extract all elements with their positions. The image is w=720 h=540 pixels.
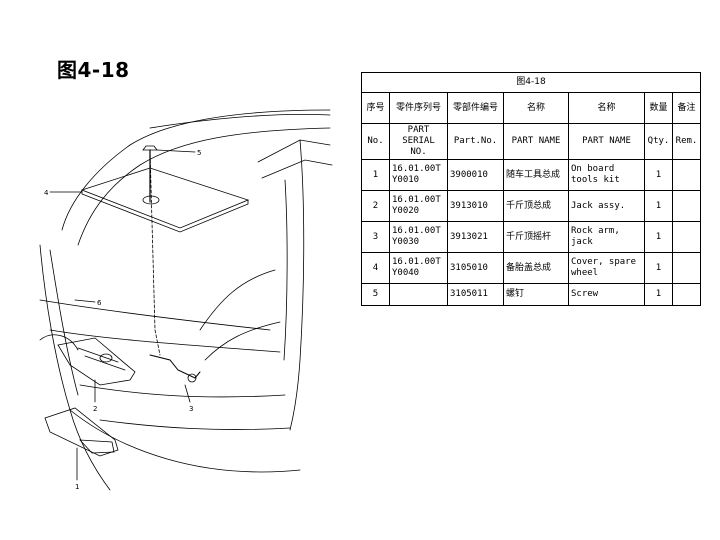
row-no: 4 xyxy=(361,252,390,284)
rear-panel-2 xyxy=(204,321,281,361)
left-pillar xyxy=(39,244,111,491)
tailgate-frame-2 xyxy=(261,159,333,179)
table-row: 4 16.01.00T Y0040 3105010 备胎盖总成 Cover, s… xyxy=(361,252,701,284)
jack-base xyxy=(57,337,136,386)
callout-4: 4 xyxy=(44,189,49,197)
row-name-en: On board tools kit xyxy=(568,159,645,191)
rock-arm-handle xyxy=(187,373,197,383)
row-qty: 1 xyxy=(644,252,673,284)
header-partno-cn: 零部件编号 xyxy=(447,92,504,124)
table-row: 1 16.01.00T Y0010 3900010 随车工具总成 On boar… xyxy=(361,159,701,191)
callout-2: 2 xyxy=(93,405,97,413)
floor-edge-2 xyxy=(49,329,281,353)
callout-labels: 1 2 3 4 5 6 xyxy=(44,149,201,491)
callout-3: 3 xyxy=(189,405,193,413)
bumper xyxy=(79,384,286,398)
row-qty: 1 xyxy=(644,159,673,191)
row-serial: 16.01.00T Y0030 xyxy=(389,221,448,253)
header-serial-en: PART SERIAL NO. xyxy=(389,123,448,160)
row-remark xyxy=(672,159,701,191)
parts-table: 图4-18 序号 零件序列号 零部件编号 名称 名称 数量 备注 No. PAR… xyxy=(361,72,701,306)
jack-rock-arm xyxy=(149,354,201,379)
row-no: 1 xyxy=(361,159,390,191)
table-caption-row: 图4-18 xyxy=(361,72,701,93)
row-remark xyxy=(672,283,701,306)
leader-5 xyxy=(156,149,196,153)
jack-detail xyxy=(99,353,113,363)
row-remark xyxy=(672,190,701,222)
leader-3 xyxy=(184,384,191,403)
header-qty-en: Qty. xyxy=(644,123,673,160)
tools-bag xyxy=(44,407,119,457)
row-serial: 16.01.00T Y0010 xyxy=(389,159,448,191)
row-no: 2 xyxy=(361,190,390,222)
row-name-en: Screw xyxy=(568,283,645,306)
bumper-2 xyxy=(99,419,291,430)
header-remark-en: Rem. xyxy=(672,123,701,160)
row-name-cn: 千斤顶摇杆 xyxy=(503,221,569,253)
callout-1: 1 xyxy=(75,483,79,491)
header-serial-cn: 零件序列号 xyxy=(389,92,448,124)
tools-bag-pocket xyxy=(79,439,115,454)
row-name-en: Jack assy. xyxy=(568,190,645,222)
header-seq-cn: 序号 xyxy=(361,92,390,124)
row-name-en: Rock arm, jack xyxy=(568,221,645,253)
row-qty: 1 xyxy=(644,283,673,306)
table-row: 3 16.01.00T Y0030 3913021 千斤顶摇杆 Rock arm… xyxy=(361,221,701,253)
row-no: 5 xyxy=(361,283,390,306)
row-name-en: Cover, spare wheel xyxy=(568,252,645,284)
row-no: 3 xyxy=(361,221,390,253)
screw-hole xyxy=(142,195,160,205)
exploded-view-drawing xyxy=(39,109,333,491)
jack-rod xyxy=(149,149,161,356)
header-name-cn: 名称 xyxy=(503,92,569,124)
floor-edge xyxy=(39,299,271,331)
row-serial: 16.01.00T Y0040 xyxy=(389,252,448,284)
row-partno: 3900010 xyxy=(447,159,504,191)
screw-head xyxy=(142,145,158,151)
callout-6: 6 xyxy=(97,299,102,307)
row-partno: 3913021 xyxy=(447,221,504,253)
right-side xyxy=(289,139,305,431)
wheel-well xyxy=(39,334,79,351)
header-partno-en: Part.No. xyxy=(447,123,504,160)
lower-body xyxy=(69,409,301,473)
row-name-cn: 千斤顶总成 xyxy=(503,190,569,222)
callout-5: 5 xyxy=(197,149,201,157)
row-partno: 3105010 xyxy=(447,252,504,284)
row-remark xyxy=(672,252,701,284)
row-qty: 1 xyxy=(644,221,673,253)
header-row-cn: 序号 零件序列号 零部件编号 名称 名称 数量 备注 xyxy=(361,92,701,124)
row-remark xyxy=(672,221,701,253)
table-caption: 图4-18 xyxy=(361,72,701,93)
leader-6 xyxy=(74,299,96,303)
spare-wheel-cover-edge xyxy=(81,189,249,233)
header-name-en-cn: 名称 xyxy=(568,92,645,124)
body-outline xyxy=(61,109,331,231)
row-partno: 3105011 xyxy=(447,283,504,306)
header-seq-en: No. xyxy=(361,123,390,160)
header-name-cn-en: PART NAME xyxy=(503,123,569,160)
row-name-cn: 备胎盖总成 xyxy=(503,252,569,284)
roof-edge xyxy=(149,113,331,129)
row-partno: 3913010 xyxy=(447,190,504,222)
header-name-en-en: PART NAME xyxy=(568,123,645,160)
table-row: 5 3105011 螺钉 Screw 1 xyxy=(361,283,701,306)
header-row-en: No. PART SERIAL NO. Part.No. PART NAME P… xyxy=(361,123,701,160)
row-name-cn: 随车工具总成 xyxy=(503,159,569,191)
row-name-cn: 螺钉 xyxy=(503,283,569,306)
row-serial xyxy=(389,283,448,306)
rear-panel xyxy=(199,269,276,331)
page-title: 图4-18 xyxy=(57,58,130,82)
right-side-inner xyxy=(283,179,288,361)
row-serial: 16.01.00T Y0020 xyxy=(389,190,448,222)
header-remark-cn: 备注 xyxy=(672,92,701,124)
table-row: 2 16.01.00T Y0020 3913010 千斤顶总成 Jack ass… xyxy=(361,190,701,222)
body-outline-inner xyxy=(77,127,331,246)
header-qty-cn: 数量 xyxy=(644,92,673,124)
left-pillar-inner xyxy=(49,249,79,396)
row-qty: 1 xyxy=(644,190,673,222)
